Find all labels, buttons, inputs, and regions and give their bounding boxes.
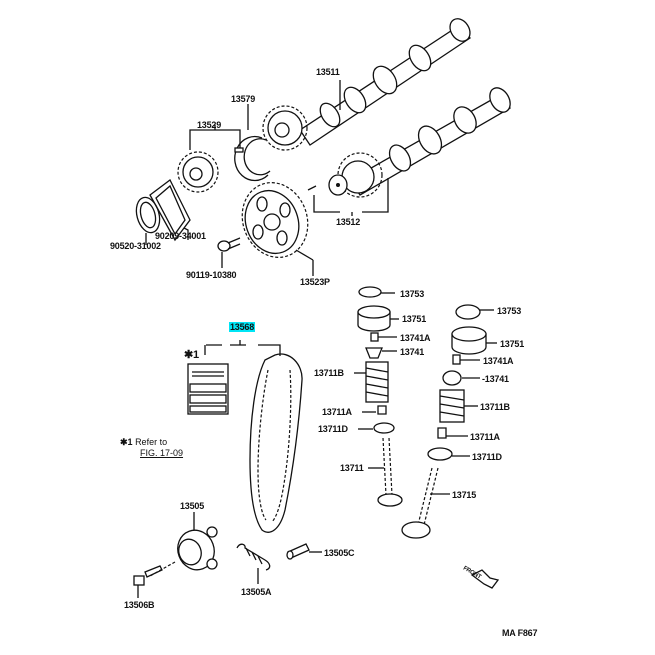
part-label-13711[interactable]: 13711 (340, 463, 364, 473)
front-arrow-icon (470, 569, 500, 589)
part-label-13753-left[interactable]: 13753 (400, 289, 425, 299)
part-label-13506B[interactable]: 13506B (124, 600, 155, 610)
part-label-13753-right[interactable]: 13753 (497, 306, 522, 316)
part-label-13751-left[interactable]: 13751 (402, 314, 427, 324)
part-label-13505A[interactable]: 13505A (241, 587, 272, 597)
snap-ring-13579 (234, 104, 271, 182)
part-label-13505[interactable]: 13505 (180, 501, 205, 511)
part-label-90209[interactable]: 90209-34001 (155, 231, 206, 241)
part-label-13711A-right[interactable]: 13711A (470, 432, 500, 442)
part-label-13529[interactable]: 13529 (197, 120, 222, 130)
part-label-90119[interactable]: 90119-10380 (186, 270, 237, 280)
pin-13505C (286, 543, 322, 560)
timing-belt-13568 (204, 340, 303, 533)
reference-note: ✱1 Refer to FIG. 17-09 (120, 437, 183, 459)
note-marker: ✱1 (120, 437, 133, 447)
gasket-kit-box (187, 363, 229, 415)
part-label-13505C[interactable]: 13505C (324, 548, 355, 558)
bolt-90119 (217, 237, 241, 268)
camshaft-upper (299, 18, 471, 146)
part-label-13711A-left[interactable]: 13711A (322, 407, 352, 417)
part-label-90520[interactable]: 90520-31002 (110, 241, 161, 251)
part-label-13579[interactable]: 13579 (231, 94, 256, 104)
part-label-13711D-right[interactable]: 13711D (472, 452, 502, 462)
figure-code: MA F867 (502, 628, 538, 638)
part-label-13741A-right[interactable]: 13741A (483, 356, 514, 366)
cam-gear-upper (262, 105, 308, 151)
valve-train-right (401, 304, 497, 539)
part-label-13511[interactable]: 13511 (316, 67, 340, 77)
part-label-13711D-left[interactable]: 13711D (318, 424, 348, 434)
plate-washer-90209 (149, 179, 191, 242)
part-label-13523[interactable]: 13523P (300, 277, 330, 287)
tensioner-13505 (133, 512, 218, 598)
note-fig-link[interactable]: FIG. 17-09 (140, 448, 184, 458)
camshaft-pulley-13523 (241, 182, 314, 276)
part-label-13512[interactable]: 13512 (336, 217, 361, 227)
part-label-13741-left[interactable]: 13741 (400, 347, 425, 357)
timing-gear-13529 (177, 125, 244, 193)
part-label-13568-highlighted[interactable]: 13568 (229, 322, 256, 332)
part-label-13711B-right[interactable]: 13711B (480, 402, 510, 412)
note-line1: Refer to (135, 437, 168, 447)
part-label-13741-right[interactable]: -13741 (482, 374, 509, 384)
camshaft-lower (307, 87, 511, 216)
part-label-13711B-left[interactable]: 13711B (314, 368, 344, 378)
tension-spring-13505A (236, 543, 271, 584)
valve-train-left (354, 286, 403, 507)
part-label-13741A-left[interactable]: 13741A (400, 333, 431, 343)
part-label-13715[interactable]: 13715 (452, 490, 477, 500)
washer-90520 (135, 196, 161, 245)
part-label-13751-right[interactable]: 13751 (500, 339, 525, 349)
kit-marker: ✱1 (184, 349, 199, 361)
